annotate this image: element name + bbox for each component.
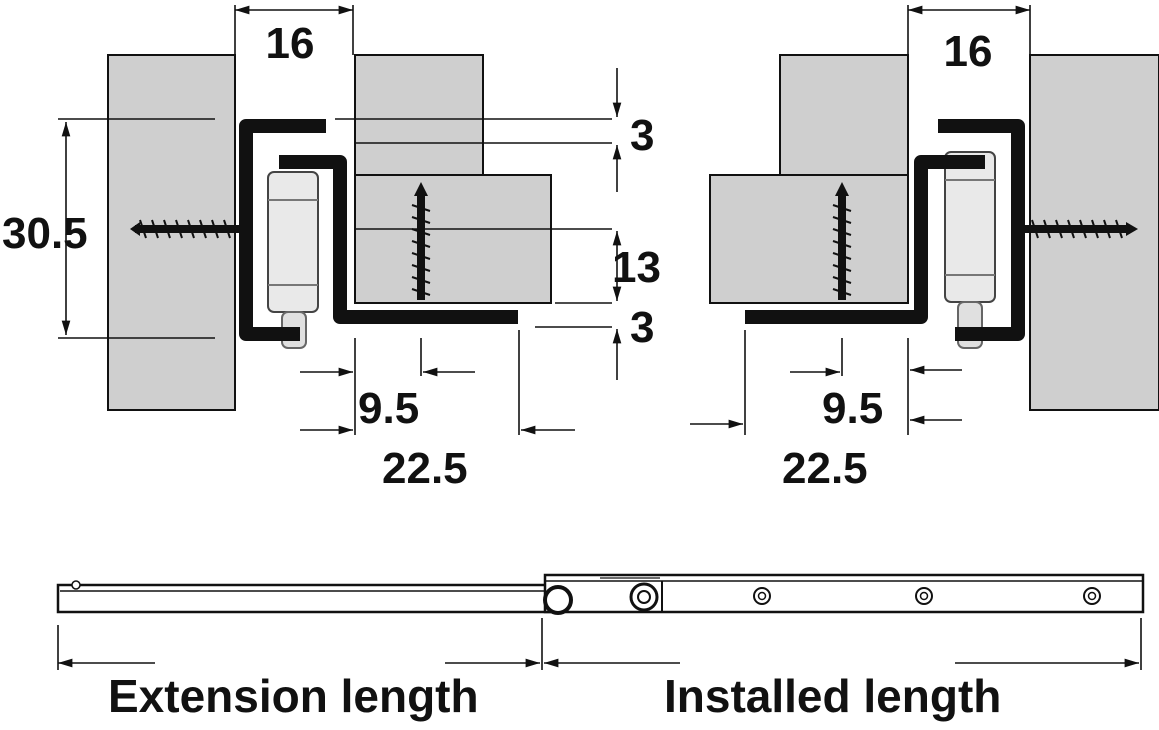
left-gap-top-label: 3 [630, 111, 654, 160]
right-drawer-screw-icon [832, 182, 852, 300]
left-carcase-screw-icon [130, 219, 240, 239]
left-drawer-height-label: 13 [612, 243, 661, 292]
right-upper-panel [779, 54, 909, 176]
right-roller-icon [944, 151, 996, 349]
left-drawer-side [354, 174, 552, 304]
right-outer-profile [938, 119, 1025, 341]
left-inner-profile [279, 155, 518, 324]
left-drawer-screw-icon [411, 182, 431, 300]
extension-length-label: Extension length [108, 670, 479, 722]
right-outer-offset-label: 22.5 [782, 444, 868, 493]
right-carcase-screw-icon [1025, 219, 1138, 239]
left-roller-icon [267, 171, 319, 349]
left-section: 16 30.5 3 13 3 9.5 22.5 [2, 5, 661, 493]
runner-screw-hole-icon [753, 587, 1101, 605]
left-carcase-width-label: 16 [266, 19, 315, 68]
left-height-label: 30.5 [2, 209, 88, 258]
left-inner-offset-label: 9.5 [358, 384, 419, 433]
right-inner-profile [745, 155, 985, 324]
right-inner-offset-label: 9.5 [822, 384, 883, 433]
right-carcase-width-label: 16 [944, 27, 993, 76]
left-outer-offset-label: 22.5 [382, 444, 468, 493]
left-outer-profile [239, 119, 326, 341]
left-upper-panel [354, 54, 484, 176]
installed-length-label: Installed length [664, 670, 1001, 722]
left-gap-bottom-label: 3 [630, 303, 654, 352]
runner-extension-member [56, 583, 560, 614]
right-section: 16 9.5 22.5 [690, 5, 1159, 493]
runner-roller-icon [543, 585, 573, 615]
right-drawer-side [709, 174, 909, 304]
runner-side-view: Extension length Installed length [56, 573, 1145, 722]
